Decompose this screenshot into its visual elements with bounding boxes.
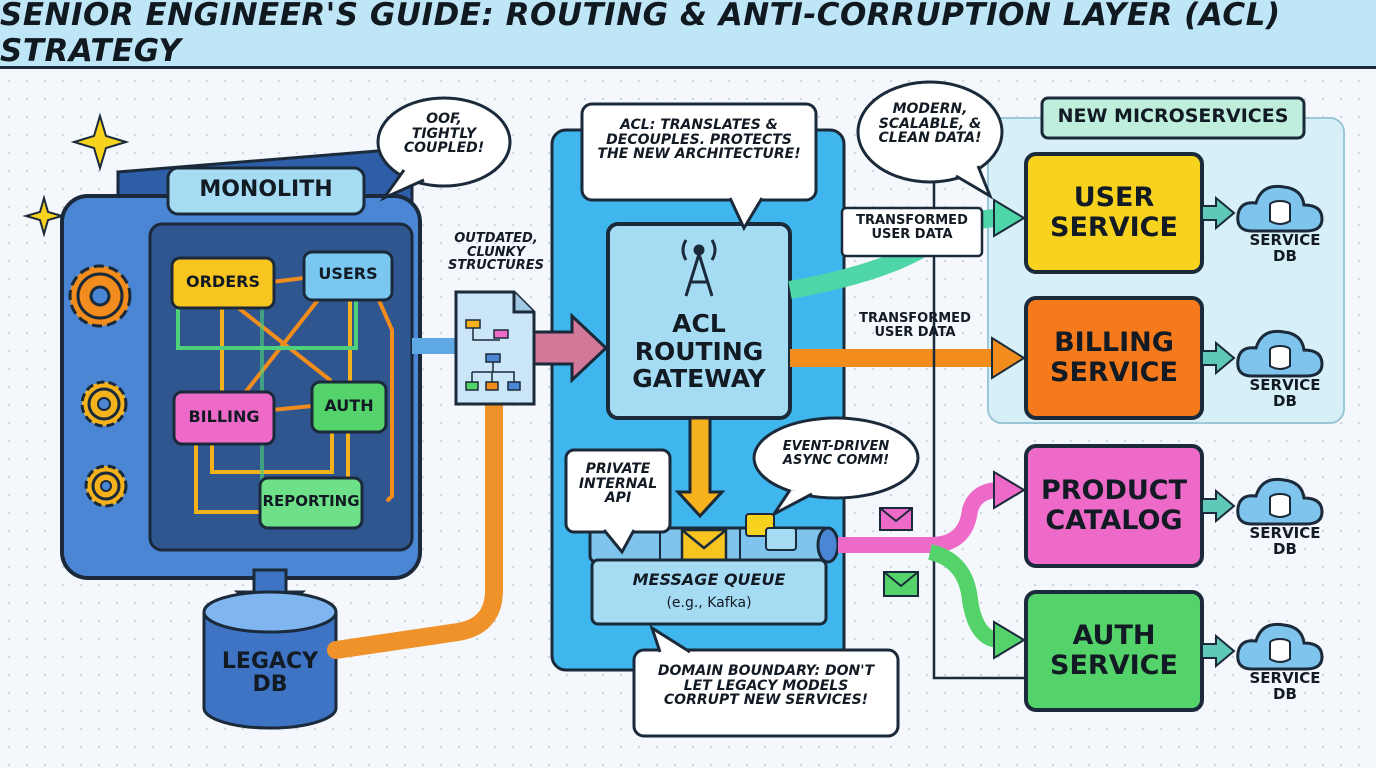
event-driven-text: EVENT-DRIVEN ASYNC COMM! — [782, 439, 890, 468]
billing-service-db-label: SERVICE DB — [1249, 376, 1321, 410]
private-api-bubble — [564, 448, 672, 555]
auth-service-db-arrow — [1201, 633, 1236, 669]
flow-label-to-billing: TRANSFORMED USER DATA — [859, 311, 971, 340]
tightly-coupled-bubble — [376, 96, 512, 202]
gear-icon — [84, 464, 128, 508]
acl-callout-text: ACL: TRANSLATES & DECOUPLES. PROTECTS TH… — [597, 117, 801, 163]
page-title: SENIOR ENGINEER'S GUIDE: ROUTING & ANTI-… — [0, 0, 1281, 69]
doc-to-gateway-arrow — [532, 312, 609, 384]
module-orders-box — [170, 256, 276, 310]
module-orders-label: ORDERS — [186, 272, 260, 291]
product-catalog-db-label: SERVICE DB — [1249, 524, 1321, 558]
microservices-panel-tab — [1040, 96, 1306, 140]
microservices-panel-label: NEW MICROSERVICES — [1057, 105, 1289, 127]
module-auth-label: AUTH — [324, 396, 374, 415]
flow-label-to-user: TRANSFORMED USER DATA — [856, 213, 968, 242]
title-banner: SENIOR ENGINEER'S GUIDE: ROUTING & ANTI-… — [0, 0, 1376, 69]
outdated-note: OUTDATED, CLUNKY STRUCTURES — [447, 231, 544, 274]
cloud-db-icon — [1236, 477, 1324, 526]
acl-gateway-label: ACL ROUTING GATEWAY — [632, 309, 766, 393]
legacy-db-label: LEGACY DB — [221, 649, 319, 698]
domain-boundary-bubble — [632, 624, 900, 738]
message-queue-box — [590, 558, 828, 626]
document-icon — [454, 290, 536, 406]
auth-service-label: AUTH SERVICE — [1050, 620, 1178, 681]
billing-service-label: BILLING SERVICE — [1050, 327, 1178, 388]
module-reporting-label: REPORTING — [262, 492, 360, 510]
gear-icon — [68, 264, 132, 328]
cloud-db-icon — [1236, 184, 1324, 233]
acl-callout-bubble — [580, 102, 818, 232]
module-billing-label: BILLING — [188, 407, 260, 426]
product-catalog-label: PRODUCT CATALOG — [1040, 475, 1188, 536]
sparkle-icon — [22, 194, 66, 238]
chat-bubble-icon — [745, 513, 797, 551]
queue-to-catalog-arrowhead — [993, 470, 1026, 510]
cloud-db-icon — [1236, 329, 1324, 378]
envelope-icon — [879, 507, 913, 531]
user-service-db-arrow — [1201, 195, 1236, 231]
queue-to-auth-arrowhead — [993, 620, 1026, 660]
legacy-data-pipe — [327, 391, 503, 659]
queue-to-auth-flow — [927, 544, 1001, 648]
flow-label-box — [840, 206, 984, 258]
module-users-box — [302, 250, 394, 302]
domain-boundary-text: DOMAIN BOUNDARY: DON'T LET LEGACY MODELS… — [657, 663, 875, 709]
domain-boundary-line — [932, 180, 1026, 680]
event-driven-bubble — [752, 416, 920, 516]
gateway-to-queue-arrow — [674, 416, 726, 519]
module-users-label: USERS — [318, 264, 378, 283]
legacy-db-cylinder — [202, 590, 338, 730]
modern-clean-text: MODERN, SCALABLE, & CLEAN DATA! — [878, 101, 982, 147]
envelope-icon — [883, 571, 919, 597]
gateway-to-user-arrowhead — [993, 198, 1026, 238]
auth-service-db-label: SERVICE DB — [1249, 669, 1321, 703]
gear-icon — [80, 380, 128, 428]
modern-clean-bubble — [856, 80, 1004, 200]
gateway-to-billing-arrowhead — [991, 336, 1026, 380]
antenna-icon — [681, 239, 717, 297]
monolith-label: MONOLITH — [199, 177, 333, 202]
sparkle-icon — [70, 112, 130, 172]
billing-service-db-arrow — [1201, 340, 1236, 376]
user-service-db-label: SERVICE DB — [1249, 231, 1321, 265]
queue-to-catalog-flow — [838, 482, 1001, 553]
envelope-icon — [680, 528, 728, 562]
user-service-label: USER SERVICE — [1050, 182, 1178, 243]
product-catalog-db-arrow — [1201, 488, 1236, 524]
tightly-coupled-text: OOF, TIGHTLY COUPLED! — [403, 111, 485, 157]
message-queue-title: MESSAGE QUEUE — [632, 570, 786, 589]
private-api-text: PRIVATE INTERNAL API — [578, 461, 658, 507]
module-billing-box — [172, 390, 276, 446]
message-queue-subtitle: (e.g., Kafka) — [666, 595, 752, 611]
cloud-db-icon — [1236, 622, 1324, 671]
module-reporting-box — [258, 476, 364, 530]
module-auth-box — [310, 380, 388, 434]
